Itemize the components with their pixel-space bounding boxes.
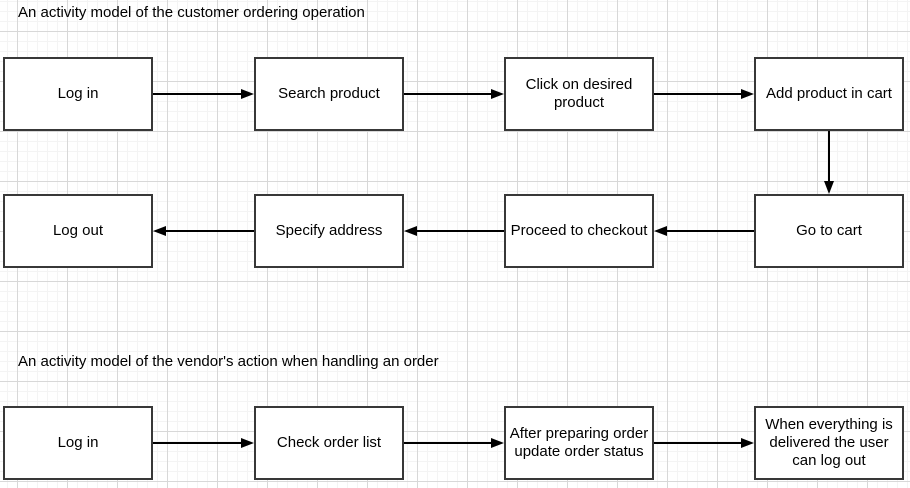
node-label: Proceed to checkout — [510, 222, 648, 239]
node-label: Log in — [57, 85, 99, 102]
flow-node-update-order-status[interactable]: After preparing order update order statu… — [504, 406, 654, 480]
node-label: Go to cart — [796, 222, 862, 239]
node-label: Specify address — [275, 222, 383, 239]
node-label: After preparing order update order statu… — [509, 425, 649, 460]
flow-node-vendor-log-in[interactable]: Log in — [3, 406, 153, 480]
arrow-add-to-gocart — [824, 131, 834, 194]
arrow-vendor-login-to-checklist — [153, 438, 254, 448]
flow-node-check-order-list[interactable]: Check order list — [254, 406, 404, 480]
arrow-login-to-search — [153, 89, 254, 99]
flow-node-add-product-in-cart[interactable]: Add product in cart — [754, 57, 904, 131]
arrow-checklist-to-update — [404, 438, 504, 448]
node-label: Log in — [57, 434, 99, 451]
arrow-update-to-delivered — [654, 438, 754, 448]
flow-node-search-product[interactable]: Search product — [254, 57, 404, 131]
customer-flow-title: An activity model of the customer orderi… — [18, 4, 365, 21]
arrow-gocart-to-checkout — [654, 226, 754, 236]
node-label: Check order list — [276, 434, 382, 451]
flow-node-specify-address[interactable]: Specify address — [254, 194, 404, 268]
arrow-checkout-to-address — [404, 226, 504, 236]
flow-node-proceed-to-checkout[interactable]: Proceed to checkout — [504, 194, 654, 268]
flow-node-go-to-cart[interactable]: Go to cart — [754, 194, 904, 268]
arrow-click-to-add — [654, 89, 754, 99]
flow-node-log-in[interactable]: Log in — [3, 57, 153, 131]
flow-node-log-out[interactable]: Log out — [3, 194, 153, 268]
vendor-flow-title: An activity model of the vendor's action… — [18, 353, 439, 370]
arrow-search-to-click — [404, 89, 504, 99]
node-label: Search product — [278, 85, 380, 102]
arrow-address-to-logout — [153, 226, 254, 236]
node-label: When everything is delivered the user ca… — [765, 416, 893, 469]
node-label: Log out — [52, 222, 104, 239]
flow-node-click-on-desired-product[interactable]: Click on desired product — [504, 57, 654, 131]
node-label: Click on desired product — [525, 76, 633, 111]
flow-node-delivered-log-out[interactable]: When everything is delivered the user ca… — [754, 406, 904, 480]
node-label: Add product in cart — [766, 85, 892, 102]
